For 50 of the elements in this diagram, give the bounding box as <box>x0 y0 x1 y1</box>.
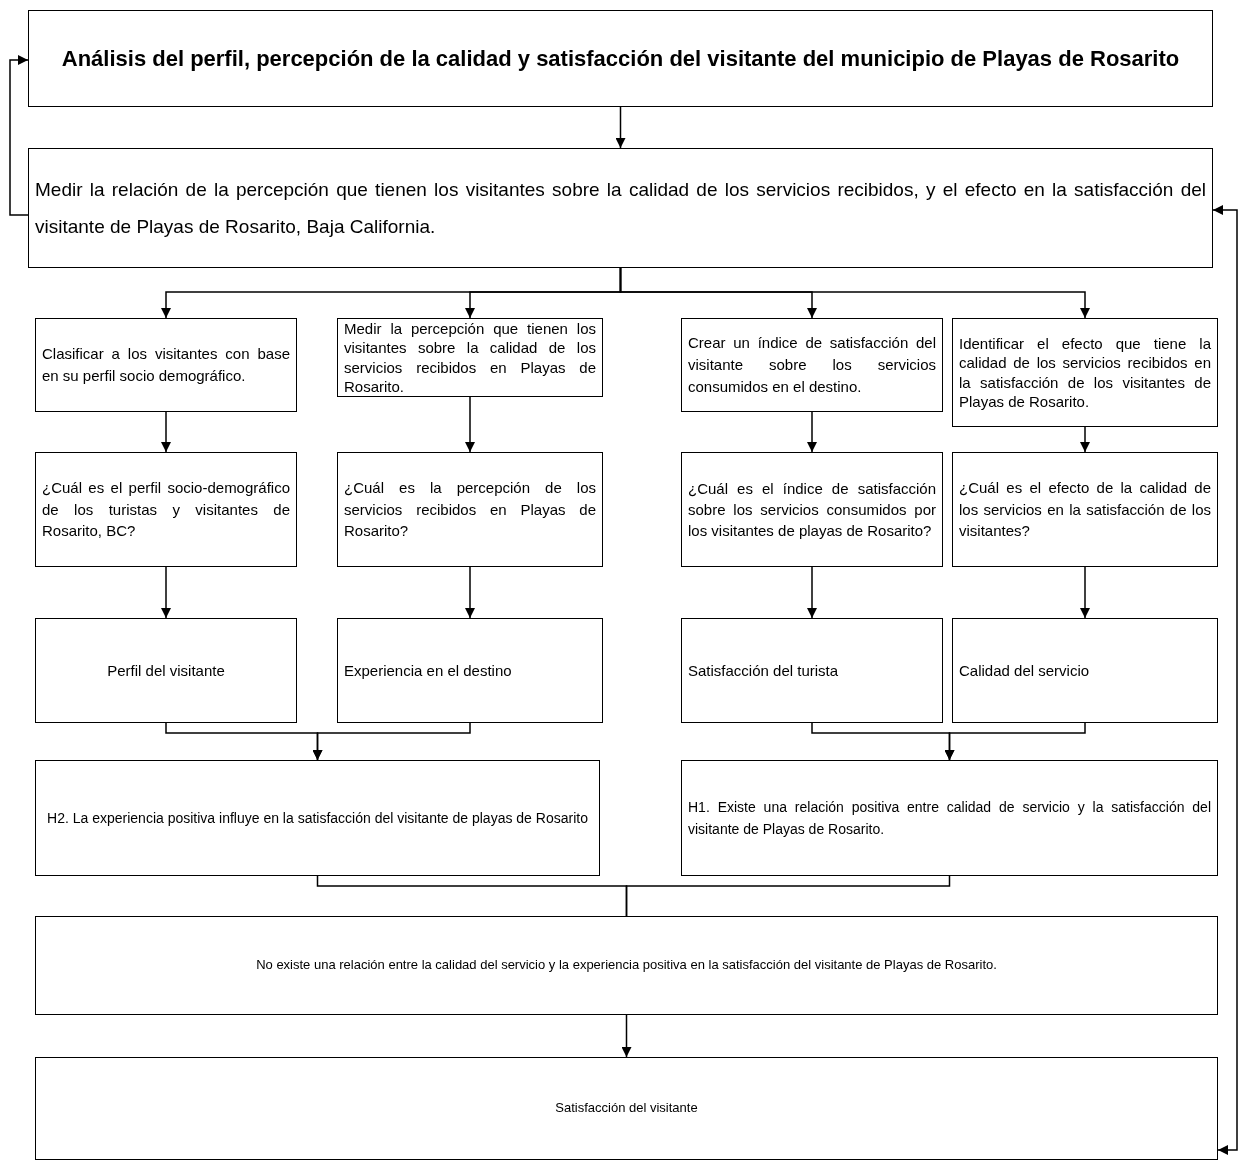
box-text: Crear un índice de satisfacción del visitante sobre los servicios consumidos en el destino. <box>688 333 936 397</box>
box-text: Satisfacción del turista <box>688 660 840 681</box>
connector-arrow <box>619 267 1090 319</box>
process-box <box>35 916 1218 1015</box>
connector-arrow <box>312 722 471 761</box>
process-box <box>681 318 943 412</box>
box-text: Perfil del visitante <box>106 660 226 681</box>
box-text: Experiencia en el destino <box>344 660 513 681</box>
process-box <box>35 760 600 876</box>
box-text: Medir la percepción que tienen los visitantes sobre la calidad de los servicios recibidos en Playas de Rosarito. <box>344 318 596 397</box>
box-text: ¿Cuál es el efecto de la calidad de los servicios en la satisfacción de los visitantes? <box>959 477 1211 542</box>
box-text: ¿Cuál es el índice de satisfacción sobre los servicios consumidos por los visitantes de playas de Rosarito? <box>688 479 936 541</box>
box-text: Medir la relación de la percepción que tienen los visitantes sobre la calidad de los servicios recibidos, y el efecto en la satisfacción del visitante de Playas de Rosarito, Baja California. <box>35 177 1206 239</box>
connector-arrow <box>615 106 626 149</box>
process-box <box>337 452 603 567</box>
process-box <box>35 618 297 723</box>
connector-arrow <box>161 566 171 619</box>
connector-arrow <box>807 566 817 619</box>
process-box <box>952 452 1218 567</box>
connector-arrow <box>1080 426 1090 453</box>
process-box <box>35 452 297 567</box>
process-box <box>337 618 603 723</box>
connector-arrow <box>465 396 475 453</box>
connector-arrow <box>161 411 171 453</box>
box-text: Satisfacción del visitante <box>554 1099 699 1118</box>
box-text: Identificar el efecto que tiene la calidad de los servicios recibidos en la satisfacción de los visitantes de Playas de Rosarito. <box>959 333 1211 412</box>
box-text: ¿Cuál es la percepción de los servicios recibidos en Playas de Rosarito? <box>344 477 596 542</box>
connector-arrow <box>9 55 29 216</box>
connector-arrow <box>1212 205 1238 1155</box>
connector-arrow <box>1080 566 1090 619</box>
process-box <box>681 760 1218 876</box>
process-box <box>952 618 1218 723</box>
process-box <box>28 148 1213 268</box>
connector-arrow <box>944 722 1086 761</box>
process-box <box>35 1057 1218 1160</box>
connector-arrow <box>465 566 475 619</box>
title-box <box>28 10 1213 107</box>
process-box <box>952 318 1218 427</box>
box-text: ¿Cuál es el perfil socio-demográfico de los turistas y visitantes de Rosarito, BC? <box>42 477 290 542</box>
process-box <box>681 618 943 723</box>
box-text: Calidad del servicio <box>959 660 1091 681</box>
connector-arrow <box>807 411 817 453</box>
box-text: H1. Existe una relación positiva entre calidad de servicio y la satisfacción del visitante de Playas de Rosarito. <box>688 797 1211 839</box>
connector-arrow <box>621 1014 632 1058</box>
box-text: Clasificar a los visitantes con base en su perfil socio demográfico. <box>42 344 290 386</box>
process-box <box>681 452 943 567</box>
title-text: Análisis del perfil, percepción de la calidad y satisfacción del visitante del municipio de Playas de Rosarito <box>60 44 1181 73</box>
box-text: H2. La experiencia positiva influye en la satisfacción del visitante de playas de Rosarito <box>46 808 589 828</box>
box-text: No existe una relación entre la calidad del servicio y la experiencia positiva en la satisfacción del visitante de Playas de Rosarito. <box>255 956 998 975</box>
process-box <box>35 318 297 412</box>
